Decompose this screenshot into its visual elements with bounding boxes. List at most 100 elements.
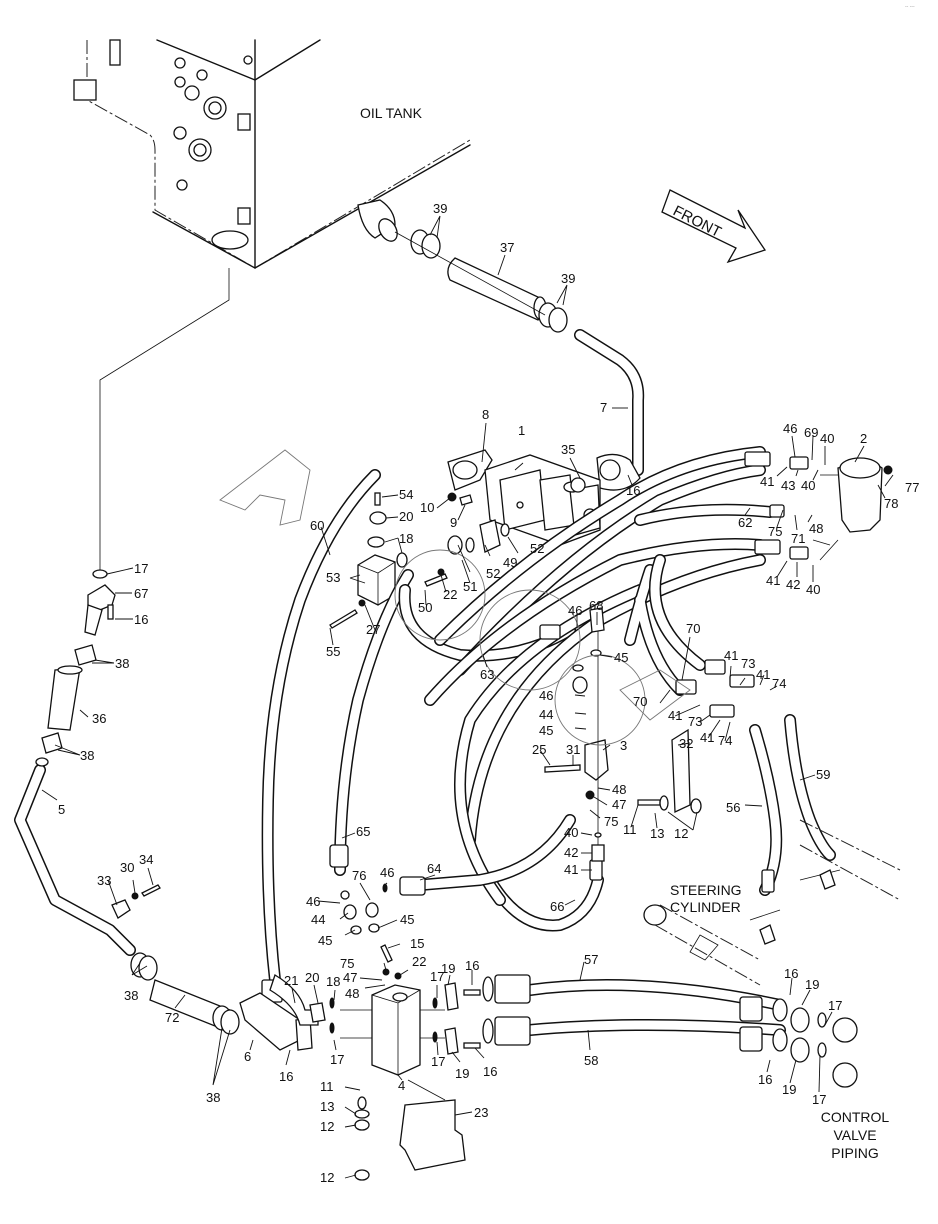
callout-3: 3 (620, 738, 627, 753)
callout-20: 20 (399, 509, 413, 524)
callout-55: 55 (326, 644, 340, 659)
callout-46: 46 (306, 894, 320, 909)
callout-19: 19 (782, 1082, 796, 1097)
callout-46: 46 (380, 865, 394, 880)
callout-42: 42 (786, 577, 800, 592)
callout-68: 68 (589, 598, 603, 613)
pipe-6-assembly (130, 952, 326, 1051)
callout-41: 41 (724, 648, 738, 663)
callout-66: 66 (550, 899, 564, 914)
callout-45: 45 (614, 650, 628, 665)
callout-19: 19 (455, 1066, 469, 1081)
callout-70: 70 (633, 694, 647, 709)
callout-41: 41 (766, 573, 780, 588)
control-valve-piping-label: CONTROL VALVE PIPING (821, 1109, 890, 1161)
callout-67: 67 (134, 586, 148, 601)
callout-74: 74 (772, 676, 786, 691)
oil-tank-label: OIL TANK (360, 105, 423, 121)
callout-70: 70 (686, 621, 700, 636)
callout-22: 22 (443, 587, 457, 602)
callout-37: 37 (500, 240, 514, 255)
callout-41: 41 (760, 474, 774, 489)
callout-35: 35 (561, 442, 575, 457)
callout-41: 41 (700, 730, 714, 745)
callout-17: 17 (828, 998, 842, 1013)
callout-47: 47 (612, 797, 626, 812)
callout-38: 38 (206, 1090, 220, 1105)
callout-77: 77 (905, 480, 919, 495)
control-valve-label-2: VALVE (833, 1127, 876, 1143)
callout-18: 18 (326, 974, 340, 989)
callout-12: 12 (674, 826, 688, 841)
callout-63: 63 (480, 667, 494, 682)
steering-unit (812, 457, 893, 561)
front-arrow: FRONT (661, 189, 767, 264)
callout-16: 16 (626, 483, 640, 498)
callout-38: 38 (115, 656, 129, 671)
callout-72: 72 (165, 1010, 179, 1025)
callout-16: 16 (758, 1072, 772, 1087)
callout-16: 16 (465, 958, 479, 973)
callout-75: 75 (768, 524, 782, 539)
steering-cylinder: STEERING CYLINDER (643, 819, 901, 986)
callout-56: 56 (726, 800, 740, 815)
callout-40: 40 (806, 582, 820, 597)
callout-40: 40 (820, 431, 834, 446)
callout-17: 17 (430, 969, 444, 984)
callout-2: 2 (860, 431, 867, 446)
callout-5: 5 (58, 802, 65, 817)
callout-57: 57 (584, 952, 598, 967)
callout-31: 31 (566, 742, 580, 757)
callout-16: 16 (784, 966, 798, 981)
callout-22: 22 (412, 954, 426, 969)
callout-44: 44 (311, 912, 325, 927)
callout-7: 7 (600, 400, 607, 415)
valve-block-4 (329, 883, 481, 1181)
watermark (219, 449, 691, 746)
callout-45: 45 (539, 723, 553, 738)
callout-78: 78 (884, 496, 898, 511)
callout-labels: 39 37 39 7 8 1 35 16 54 10 9 20 60 18 53… (58, 201, 919, 1185)
callout-8: 8 (482, 407, 489, 422)
callout-71: 71 (791, 531, 805, 546)
callout-12: 12 (320, 1170, 334, 1185)
callout-43: 43 (781, 478, 795, 493)
callout-52: 52 (486, 566, 500, 581)
callout-73: 73 (688, 714, 702, 729)
callout-42: 42 (564, 845, 578, 860)
callout-13: 13 (650, 826, 664, 841)
callout-50: 50 (418, 600, 432, 615)
callout-16: 16 (134, 612, 148, 627)
callout-45: 45 (318, 933, 332, 948)
callout-17: 17 (812, 1092, 826, 1107)
callout-4: 4 (398, 1078, 405, 1093)
callout-16: 16 (483, 1064, 497, 1079)
callout-69: 69 (804, 425, 818, 440)
callout-34: 34 (139, 852, 153, 867)
callout-49: 49 (503, 555, 517, 570)
callout-64: 64 (427, 861, 441, 876)
callout-40: 40 (801, 478, 815, 493)
callout-38: 38 (124, 988, 138, 1003)
callout-41: 41 (756, 667, 770, 682)
callout-27: 27 (366, 622, 380, 637)
callout-15: 15 (410, 936, 424, 951)
steering-valve-3 (544, 607, 702, 862)
control-valve-label-3: PIPING (831, 1145, 878, 1161)
oil-tank: OIL TANK (73, 39, 471, 269)
callout-74: 74 (718, 733, 732, 748)
callout-32: 32 (679, 736, 693, 751)
callout-13: 13 (320, 1099, 334, 1114)
steering-cylinder-label-2: CYLINDER (670, 899, 741, 915)
callout-10: 10 (420, 500, 434, 515)
callout-40: 40 (564, 825, 578, 840)
callout-33: 33 (97, 873, 111, 888)
callout-11: 11 (320, 1079, 334, 1094)
callout-17: 17 (134, 561, 148, 576)
tank-outlet-assembly (35, 569, 161, 919)
callout-38: 38 (80, 748, 94, 763)
callouts (41, 215, 894, 1179)
callout-1: 1 (518, 423, 525, 438)
callout-21: 21 (284, 973, 298, 988)
